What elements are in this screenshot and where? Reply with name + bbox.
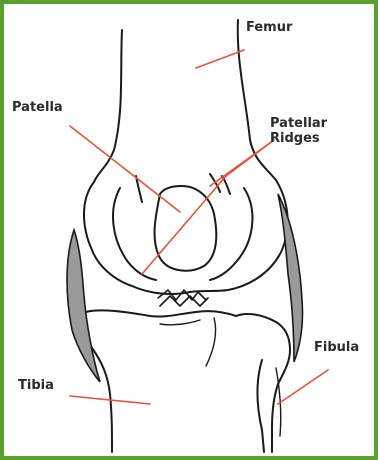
left-ligament-shading <box>67 230 100 382</box>
fibula-shape <box>258 360 265 452</box>
leader-line-femur <box>196 50 244 68</box>
femur-right-edge <box>238 20 276 180</box>
tibia-inner-line <box>160 320 200 325</box>
tibia-ridge <box>206 318 216 366</box>
patellar-ridges-label: Patellar Ridges <box>270 116 327 146</box>
femur-label: Femur <box>246 20 292 35</box>
femur-left-edge <box>94 30 122 182</box>
fibula-label: Fibula <box>314 340 359 355</box>
joint-fibers-2 <box>160 296 208 306</box>
femur-condyles <box>84 180 288 294</box>
tibia-label: Tibia <box>18 378 54 393</box>
tibia-left-edge <box>86 310 236 316</box>
right-ligament-shading <box>278 194 303 362</box>
leader-line-ridges-2 <box>210 140 274 186</box>
patella-label: Patella <box>12 100 63 115</box>
leader-line-fibula <box>278 370 328 404</box>
